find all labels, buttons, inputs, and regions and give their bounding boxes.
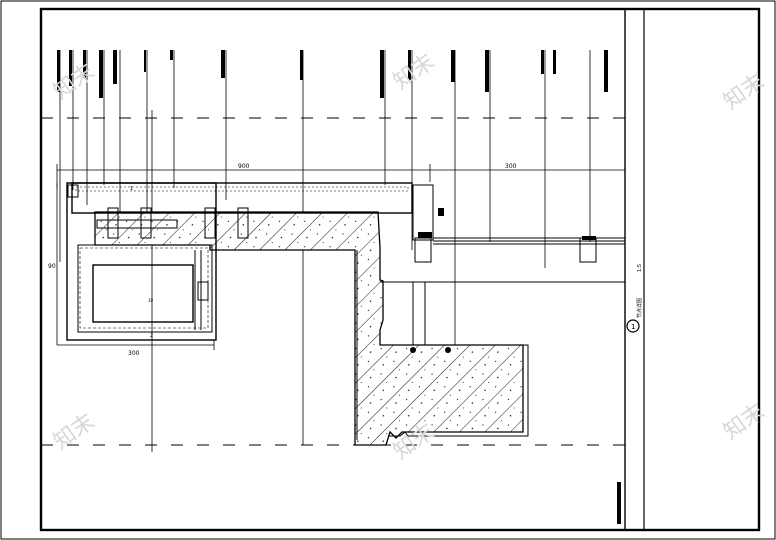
top-panel	[71, 182, 413, 214]
watermark: 知末	[719, 69, 769, 115]
glass-dots	[410, 208, 596, 353]
concrete-hatched-section	[94, 211, 524, 446]
concrete-outline	[356, 250, 625, 440]
window-frame-section	[412, 184, 625, 345]
dimension-label-bottom: 300	[128, 350, 140, 357]
detail-tag-bottom: 2	[150, 333, 153, 339]
drawing-border	[39, 7, 761, 532]
dimension-label-left: 90	[48, 263, 56, 270]
detail-callout-circle	[626, 319, 640, 333]
left-box-hatch	[79, 247, 209, 329]
dimension-label-right: 300	[505, 163, 517, 170]
watermark: 知末	[49, 409, 99, 455]
leader-text-marks	[57, 50, 608, 98]
left-box-inner	[77, 244, 213, 333]
dimension-label-top: 900	[238, 163, 250, 170]
fixing-details	[67, 184, 249, 301]
lower-block-outline	[383, 344, 529, 437]
detail-tag-top: 1	[130, 186, 133, 192]
inner-box-label: 10	[148, 298, 154, 303]
dimension-line-left	[56, 183, 215, 350]
title-block-bar	[617, 482, 621, 524]
detail-number: 1	[631, 323, 635, 331]
watermark: 知末	[49, 59, 99, 105]
dimension-line-top	[56, 164, 625, 188]
top-panel-inner	[75, 186, 409, 192]
left-box-outer	[66, 182, 217, 341]
left-box-core	[92, 264, 194, 323]
scale-caption: 1:5	[637, 264, 643, 272]
detail-caption: 节点详图	[636, 298, 643, 318]
watermark: 知末	[719, 399, 769, 445]
watermark: 知末	[389, 49, 439, 95]
